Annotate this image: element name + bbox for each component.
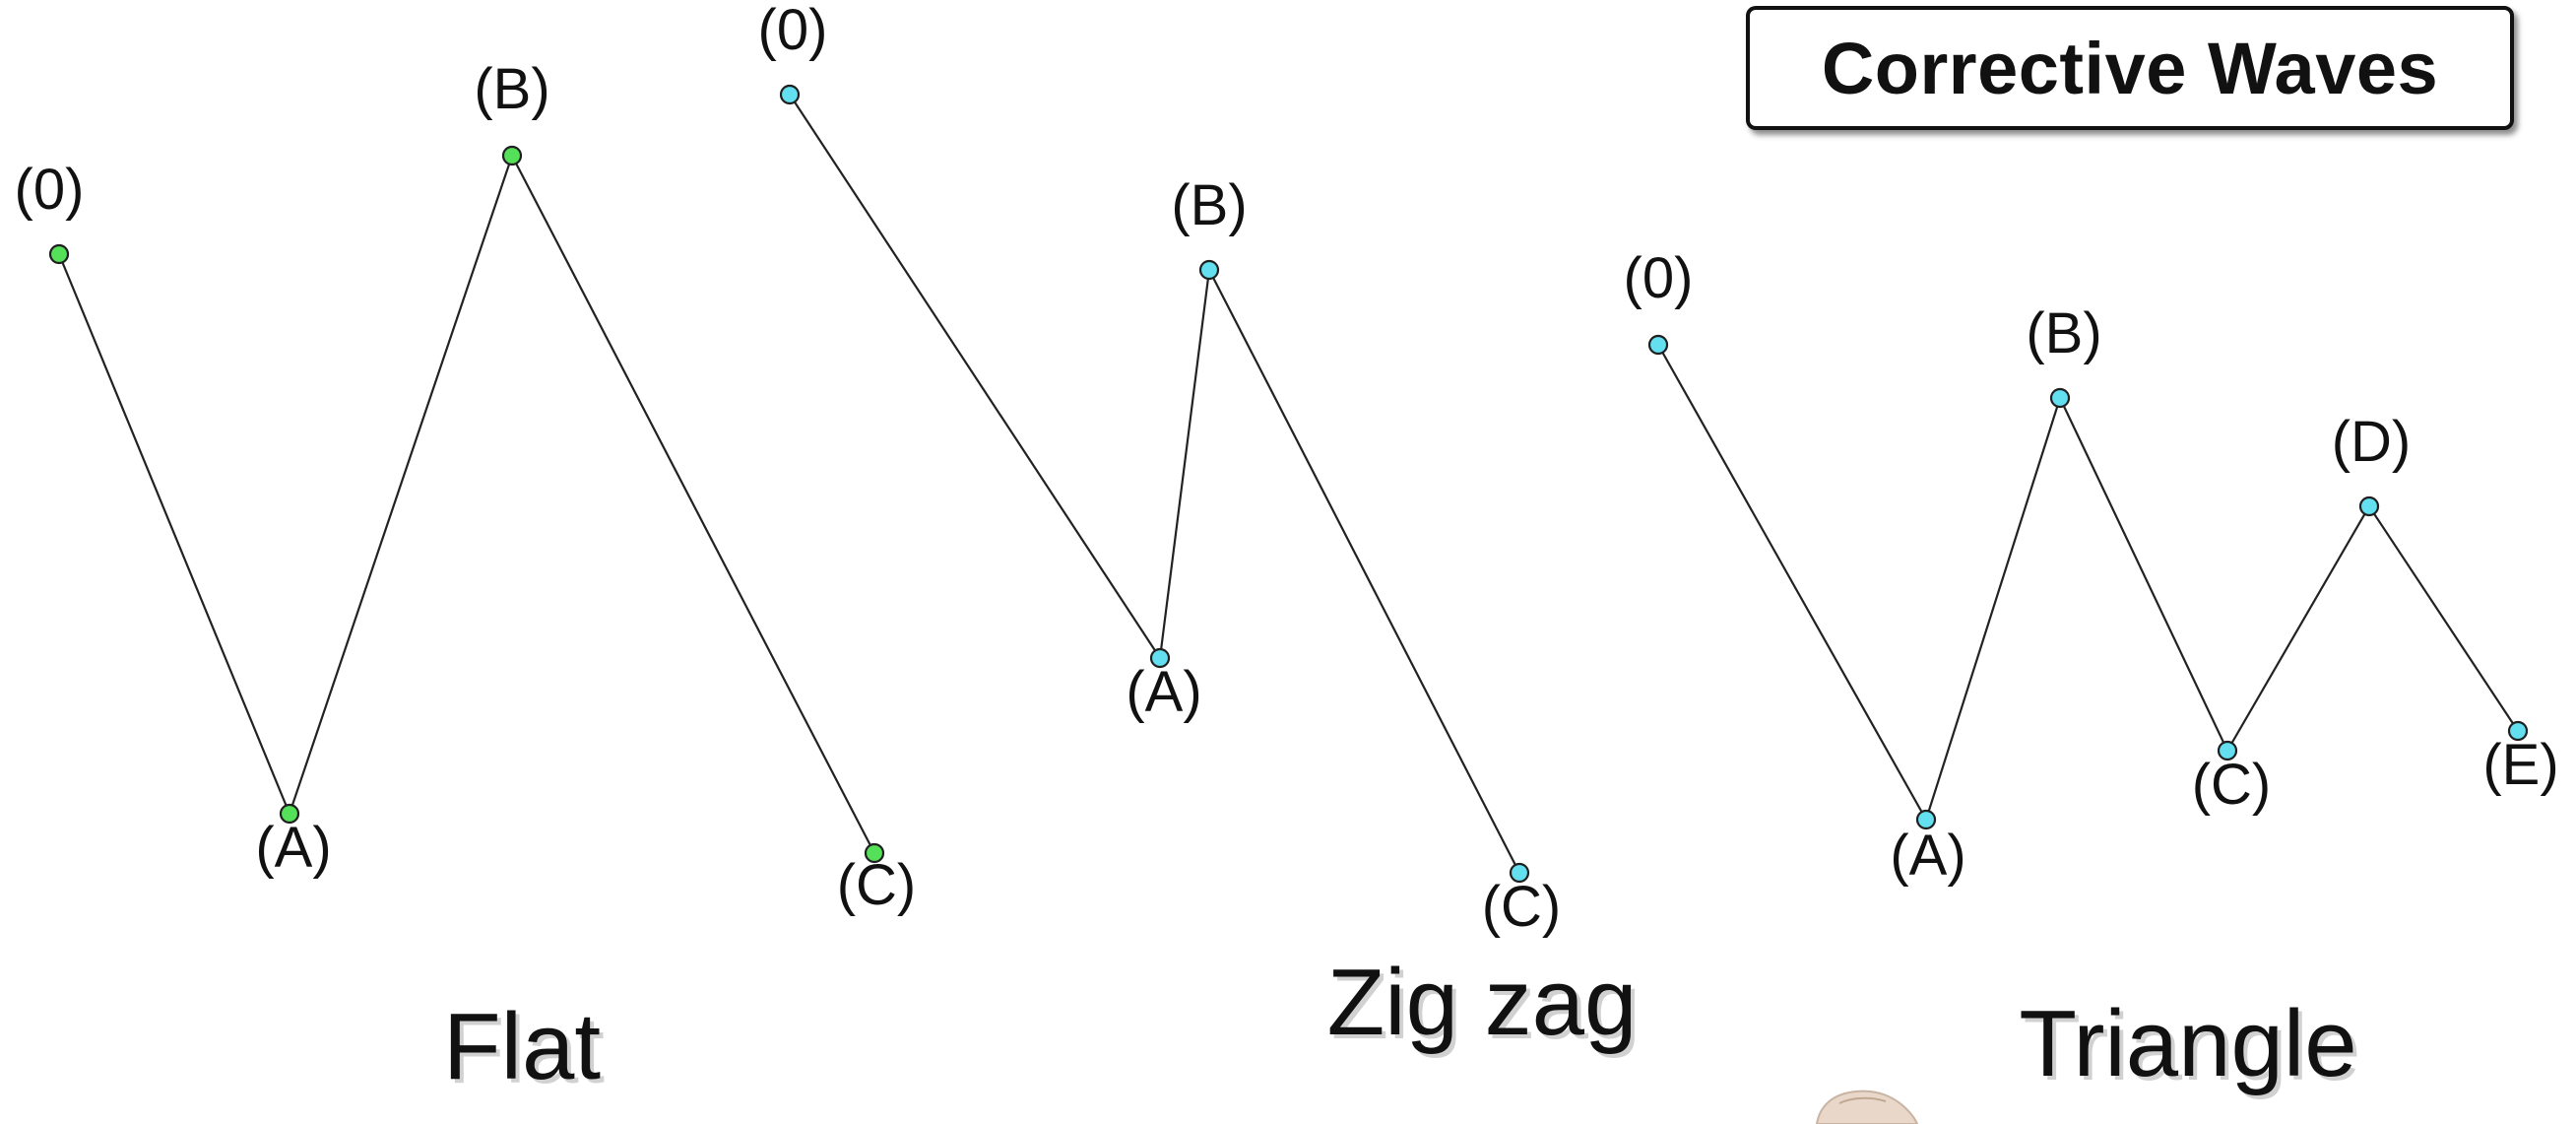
zig-zag-point-a bbox=[1149, 647, 1171, 669]
flat-point-b bbox=[501, 145, 523, 166]
flat-name-shadow: Flat bbox=[447, 998, 605, 1103]
triangle-label-a: (A) bbox=[1890, 824, 1965, 888]
zig-zag-label-b: (B) bbox=[1171, 173, 1247, 237]
flat-label-b: (B) bbox=[474, 57, 549, 121]
triangle-wave-line bbox=[1657, 344, 2519, 823]
triangle-label-b: (B) bbox=[2026, 301, 2101, 365]
triangle-label-c: (C) bbox=[2192, 753, 2272, 817]
zig-zag-label-a: (A) bbox=[1126, 660, 1201, 724]
triangle-name: Triangle bbox=[2019, 991, 2356, 1096]
triangle-name-shadow: Triangle bbox=[2023, 995, 2360, 1100]
zig-zag-name-shadow: Zig zag bbox=[1331, 954, 1642, 1059]
zig-zag-name: Zig zag bbox=[1327, 950, 1638, 1055]
triangle-point-e bbox=[2507, 720, 2529, 742]
triangle-point-d bbox=[2358, 496, 2380, 517]
flat-label-0: (0) bbox=[15, 158, 85, 222]
triangle-label-d: (D) bbox=[2332, 410, 2412, 474]
triangle-label-0: (0) bbox=[1624, 246, 1694, 310]
zig-zag-label-0: (0) bbox=[758, 0, 828, 62]
flat-name: Flat bbox=[443, 994, 601, 1099]
zig-zag-label-c: (C) bbox=[1482, 875, 1562, 939]
flat-point-c bbox=[864, 842, 885, 864]
pointing-hand-icon bbox=[1815, 1090, 1919, 1124]
title-box: Corrective Waves bbox=[1746, 6, 2514, 130]
zig-zag-point-b bbox=[1198, 259, 1220, 281]
flat-label-a: (A) bbox=[255, 816, 331, 880]
zig-zag-point-0 bbox=[779, 84, 801, 105]
triangle-point-a bbox=[1915, 809, 1937, 830]
flat-point-0 bbox=[48, 243, 70, 265]
flat-point-a bbox=[279, 803, 300, 825]
flat-wave-line bbox=[57, 153, 875, 854]
triangle-point-0 bbox=[1647, 334, 1669, 356]
zig-zag-point-c bbox=[1509, 862, 1530, 884]
triangle-point-b bbox=[2049, 387, 2071, 409]
triangle-point-c bbox=[2217, 740, 2238, 761]
triangle-label-e: (E) bbox=[2482, 733, 2558, 797]
diagram-title: Corrective Waves bbox=[1821, 27, 2439, 109]
zig-zag-wave-line bbox=[789, 94, 1520, 874]
flat-label-c: (C) bbox=[837, 853, 917, 917]
